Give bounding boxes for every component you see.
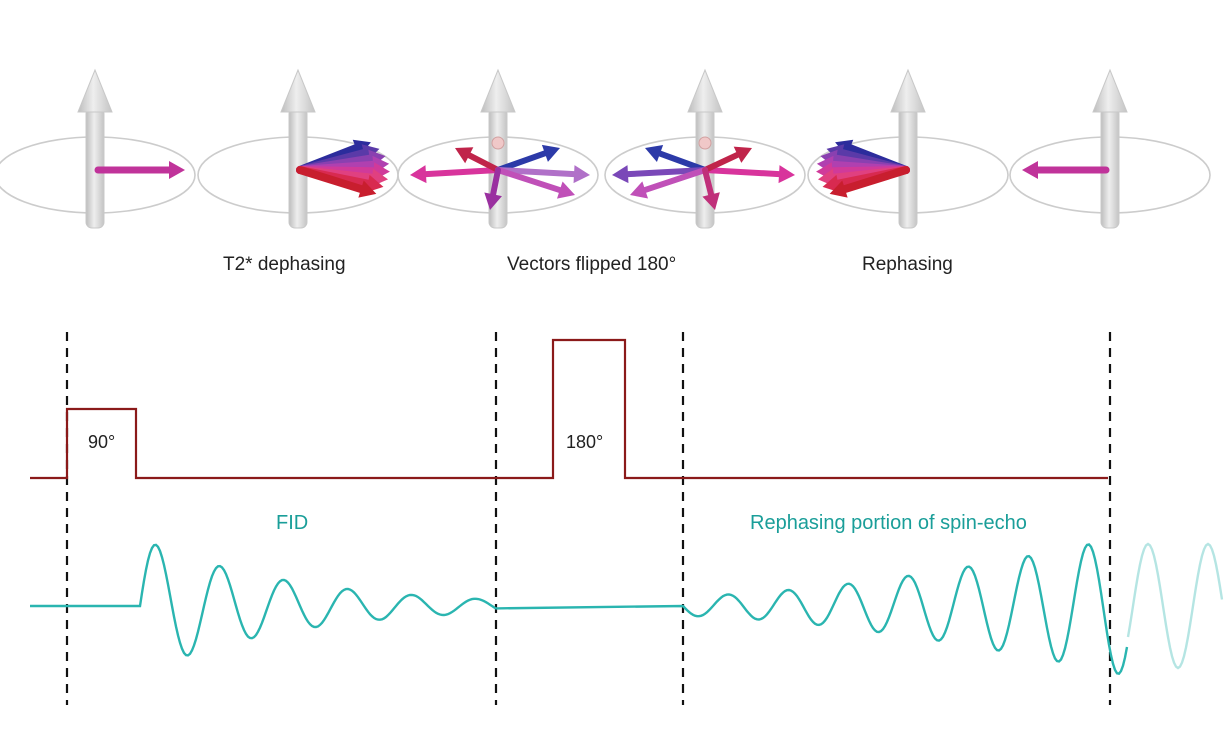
magnetization-vector-icon xyxy=(0,68,196,229)
label-t2-dephasing: T2* dephasing xyxy=(223,254,346,275)
magnetization-vector-icon xyxy=(807,68,1009,229)
signal-waveform-fade xyxy=(1126,542,1224,670)
magnetization-vector-icon xyxy=(604,68,806,229)
label-pulse-180: 180° xyxy=(566,432,604,452)
label-vectors-flipped: Vectors flipped 180° xyxy=(507,254,677,275)
label-fid: FID xyxy=(276,512,309,534)
label-pulse-90: 90° xyxy=(88,432,116,452)
rf-pulse-line xyxy=(30,338,1108,480)
label-rephasing-spin-echo: Rephasing portion of spin-echo xyxy=(750,512,1027,534)
signal-waveform xyxy=(30,543,1129,676)
spin-state-row xyxy=(0,68,1211,229)
magnetization-vector-icon xyxy=(197,68,399,229)
magnetization-vector-icon xyxy=(397,68,599,229)
timing-markers xyxy=(65,332,1112,705)
label-rephasing: Rephasing xyxy=(862,254,953,275)
magnetization-vector-icon xyxy=(1009,68,1211,229)
